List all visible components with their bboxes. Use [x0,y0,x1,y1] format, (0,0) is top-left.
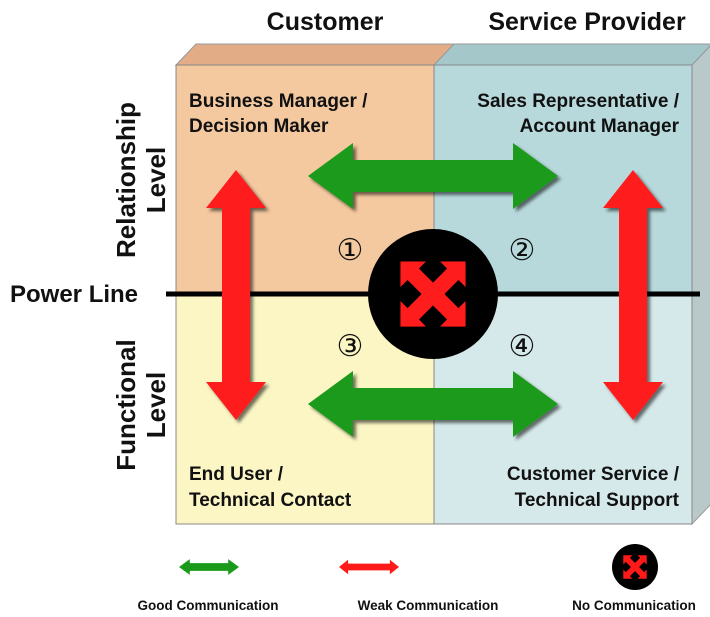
quadrant-number-2: ② [509,234,536,267]
weak-communication-legend-icon [339,559,399,575]
quadrant-bottom-right-label-line2: Technical Support [515,490,680,511]
good-communication-legend-icon [179,559,239,575]
quadrant-number-3: ③ [337,330,364,363]
box-top-faces [174,43,710,66]
good-communication-legend-label: Good Communication [138,598,279,613]
quadrant-number-4: ④ [509,330,536,363]
power-line-label: Power Line [10,281,138,308]
quadrant-bottom-left-label-line2: Technical Contact [189,490,352,511]
no-communication-symbol [368,229,498,359]
box-side-face [691,45,710,526]
relationship-level-label: Relationship Level [111,102,171,258]
relationship-label-line1: Relationship [111,102,141,258]
no-communication-legend-icon [612,544,658,590]
functional-label-line1: Functional [111,339,141,470]
relationship-label-line2: Level [141,147,171,214]
quadrant-top-right-label-line1: Sales Representative / [477,91,679,112]
service-provider-column-header: Service Provider [488,8,686,36]
weak-communication-legend-label: Weak Communication [358,598,499,613]
no-communication-legend-label: No Communication [572,598,696,613]
functional-level-label: Functional Level [111,339,171,470]
quadrant-number-1: ① [337,234,364,267]
quadrant-top-left-label-line2: Decision Maker [189,116,329,137]
quadrant-bottom-left-label-line1: End User / [189,464,284,485]
customer-column-header: Customer [267,8,384,36]
functional-label-line2: Level [141,372,171,439]
quadrant-bottom-right-label-line1: Customer Service / [507,464,680,485]
quadrant-top-left-label-line1: Business Manager / [189,91,368,112]
quadrant-top-right-label-line2: Account Manager [520,116,680,137]
